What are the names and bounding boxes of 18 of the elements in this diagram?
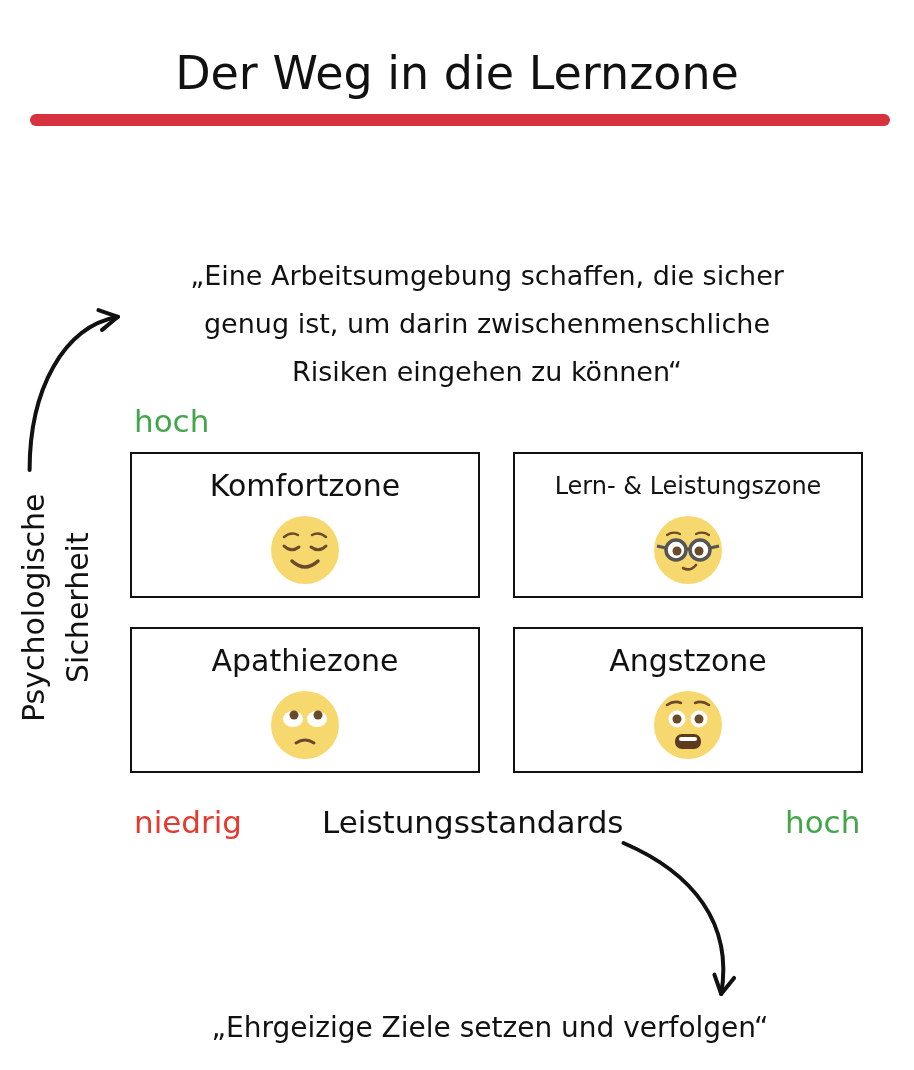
quote-text: „Ehrgeizige Ziele setzen und verfolgen“ xyxy=(150,994,830,1048)
axis-level-label: hoch xyxy=(134,402,210,441)
zone-box xyxy=(513,452,863,598)
zone-box xyxy=(130,627,480,773)
axis-title: Psychologische Sicherheit xyxy=(12,470,100,746)
diagram-title: Der Weg in die Lernzone xyxy=(175,45,739,102)
zone-box xyxy=(130,452,480,598)
zone-title: Komfortzone xyxy=(208,468,402,504)
axis-title: Leistungsstandards xyxy=(322,801,624,843)
quote-text: „Eine Arbeitsumgebung schaffen, die sicher genug ist, um darin zwischenmenschliche Risiken eingehen zu können“ xyxy=(118,252,856,396)
zone-title: Angstzone xyxy=(608,643,768,679)
zone-title: Lern- & Leistungszone xyxy=(553,471,823,502)
zone-box xyxy=(513,627,863,773)
curved-arrow xyxy=(621,841,736,996)
curved-arrow xyxy=(27,309,120,472)
axis-level-label: niedrig xyxy=(134,803,243,842)
zone-title: Apathiezone xyxy=(210,643,400,679)
axis-level-label: hoch xyxy=(785,803,861,842)
